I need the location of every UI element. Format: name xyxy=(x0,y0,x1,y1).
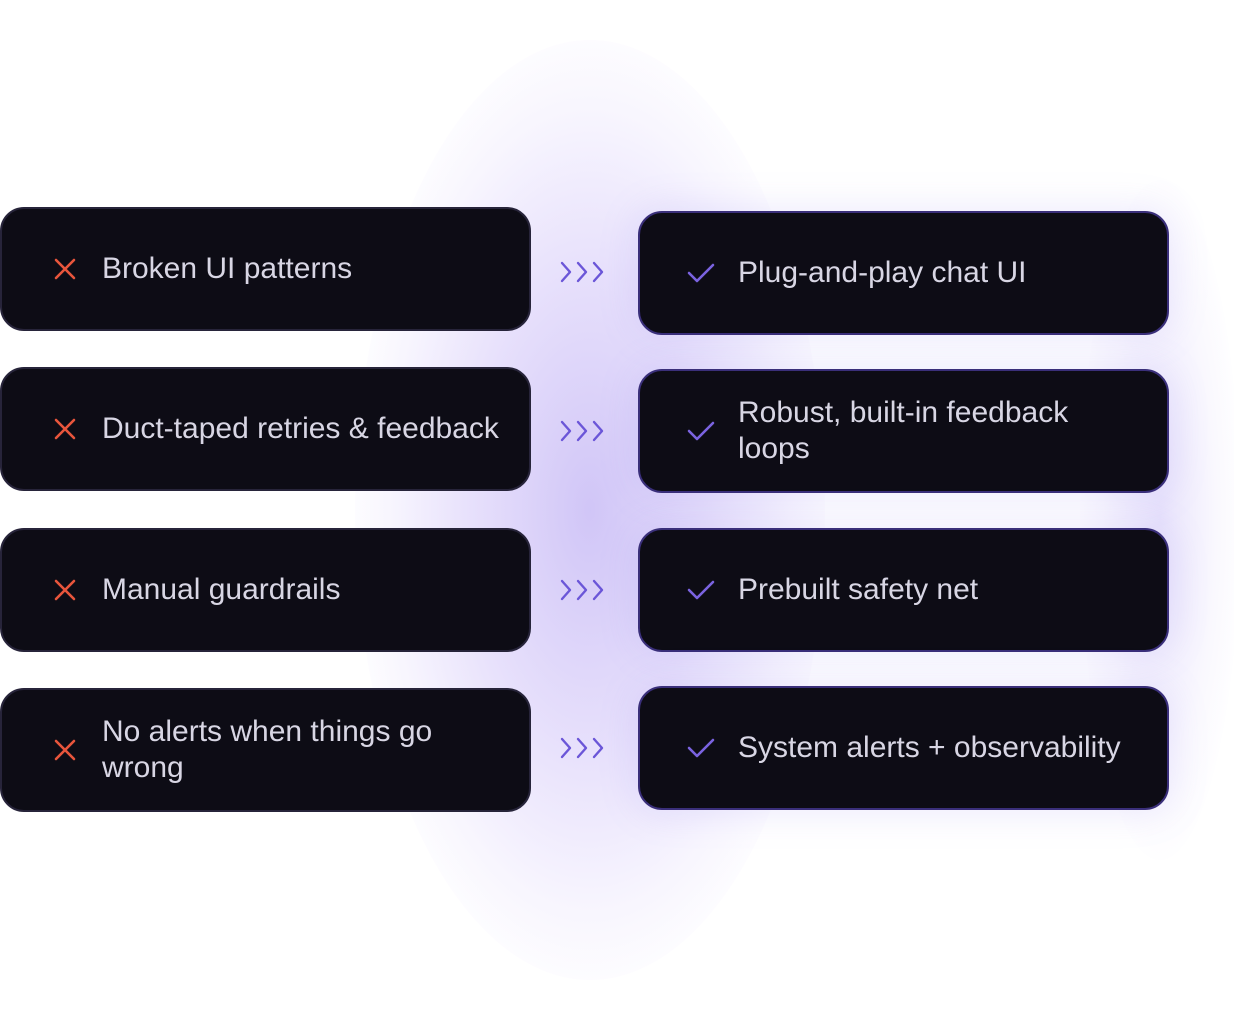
solution-card: Robust, built-in feedback loops xyxy=(638,369,1169,493)
background-glow xyxy=(355,40,825,980)
problem-card: Broken UI patterns xyxy=(0,207,531,331)
triple-chevron-right-icon xyxy=(558,734,610,762)
cross-icon xyxy=(50,575,80,605)
solution-label: Prebuilt safety net xyxy=(738,573,979,606)
cross-icon xyxy=(50,735,80,765)
triple-chevron-right-icon xyxy=(558,258,610,286)
triple-chevron-right-icon xyxy=(558,417,610,445)
solution-label: Plug-and-play chat UI xyxy=(738,256,1027,289)
problem-label: Manual guardrails xyxy=(102,573,341,606)
triple-chevron-right-icon xyxy=(558,576,610,604)
check-icon xyxy=(686,258,716,288)
problem-card: Manual guardrails xyxy=(0,528,531,652)
check-icon xyxy=(686,733,716,763)
problem-label: Broken UI patterns xyxy=(102,252,353,285)
solution-card: Prebuilt safety net xyxy=(638,528,1169,652)
problem-card: No alerts when things go wrong xyxy=(0,688,531,812)
problem-card: Duct-taped retries & feedback xyxy=(0,367,531,491)
check-icon xyxy=(686,416,716,446)
solution-card: Plug-and-play chat UI xyxy=(638,211,1169,335)
solution-label: Robust, built-in feedback loops xyxy=(738,396,1069,465)
cross-icon xyxy=(50,254,80,284)
solution-label: System alerts + observability xyxy=(738,731,1121,764)
problem-label: No alerts when things go wrong xyxy=(102,715,433,784)
cross-icon xyxy=(50,414,80,444)
problem-label: Duct-taped retries & feedback xyxy=(102,412,499,445)
check-icon xyxy=(686,575,716,605)
solution-card: System alerts + observability xyxy=(638,686,1169,810)
